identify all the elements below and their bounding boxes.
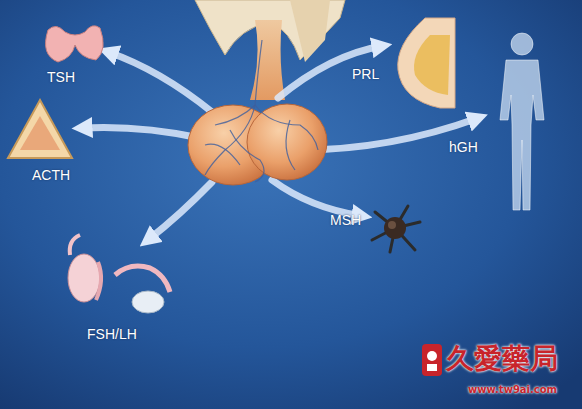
hormone-label: TSH <box>47 70 75 85</box>
hormone-label: ACTH <box>32 168 70 183</box>
hormone-label: hGH <box>449 140 478 155</box>
hormone-label: PRL <box>352 67 379 82</box>
watermark-url: www.tw9ai.com <box>468 384 557 395</box>
hormone-label: MSH <box>330 213 361 228</box>
watermark: 久愛藥局 <box>446 344 558 375</box>
hormone-label: FSH/LH <box>87 327 137 342</box>
